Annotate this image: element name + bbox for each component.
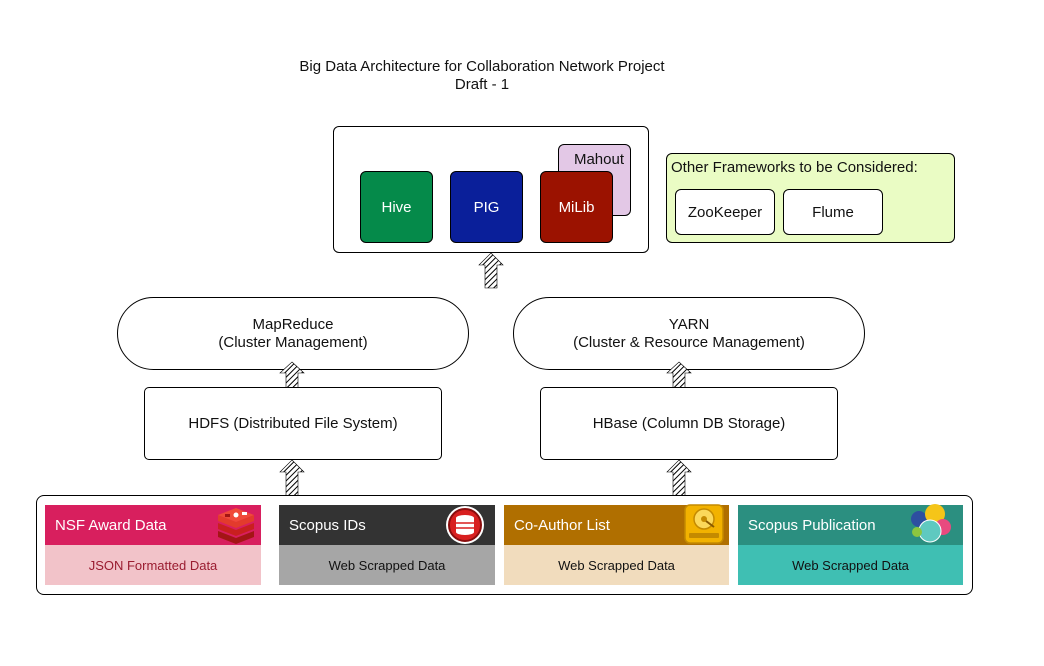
- diagram-title: Big Data Architecture for Collaboration …: [232, 58, 732, 94]
- milib-label: MiLib: [558, 198, 595, 216]
- up-arrow-to-tools: [478, 252, 504, 289]
- hbase-label: HBase (Column DB Storage): [592, 415, 786, 432]
- source-nsf-footer: JSON Formatted Data: [45, 545, 261, 585]
- hdfs-node[interactable]: HDFS (Distributed File System): [144, 387, 442, 460]
- source-scopus-ids-title: Scopus IDs: [289, 516, 366, 534]
- other-frameworks-heading: Other Frameworks to be Considered:: [671, 159, 918, 176]
- source-scopus-ids-subtitle: Web Scrapped Data: [328, 557, 446, 573]
- mapreduce-subtitle: (Cluster Management): [218, 333, 368, 351]
- zookeeper-label: ZooKeeper: [687, 203, 763, 221]
- hard-drive-icon: [684, 504, 724, 544]
- pig-box[interactable]: PIG: [450, 171, 523, 243]
- mahout-label: Mahout: [573, 151, 624, 168]
- yarn-node[interactable]: YARN (Cluster & Resource Management): [513, 297, 865, 370]
- yarn-title: YARN: [668, 315, 710, 333]
- source-scopus-ids-footer: Web Scrapped Data: [279, 545, 495, 585]
- hbase-node[interactable]: HBase (Column DB Storage): [540, 387, 838, 460]
- source-nsf-title: NSF Award Data: [55, 516, 167, 534]
- cluster-icon: [911, 504, 951, 543]
- up-arrow-sources-to-hdfs: [279, 459, 305, 497]
- hive-label: Hive: [381, 198, 412, 216]
- mapreduce-node[interactable]: MapReduce (Cluster Management): [117, 297, 469, 370]
- source-publication-subtitle: Web Scrapped Data: [792, 557, 909, 573]
- source-coauthor-subtitle: Web Scrapped Data: [558, 557, 675, 573]
- title-line-2: Draft - 1: [454, 76, 510, 93]
- source-nsf-subtitle: JSON Formatted Data: [88, 557, 218, 573]
- hdfs-label: HDFS (Distributed File System): [188, 415, 398, 432]
- milib-box[interactable]: MiLib: [540, 171, 613, 243]
- flume-label: Flume: [812, 203, 854, 221]
- stack-icon: [218, 508, 254, 544]
- source-publication-footer: Web Scrapped Data: [738, 545, 963, 585]
- source-coauthor-footer: Web Scrapped Data: [504, 545, 729, 585]
- hive-box[interactable]: Hive: [360, 171, 433, 243]
- yarn-subtitle: (Cluster & Resource Management): [573, 333, 805, 351]
- flume-box[interactable]: Flume: [783, 189, 883, 235]
- zookeeper-box[interactable]: ZooKeeper: [675, 189, 775, 235]
- database-icon: [446, 506, 484, 544]
- up-arrow-sources-to-hbase: [666, 459, 692, 497]
- title-line-1: Big Data Architecture for Collaboration …: [299, 58, 665, 75]
- mapreduce-title: MapReduce: [252, 315, 334, 333]
- pig-label: PIG: [473, 198, 500, 216]
- source-publication-title: Scopus Publication: [748, 516, 876, 534]
- source-coauthor-title: Co-Author List: [514, 516, 610, 534]
